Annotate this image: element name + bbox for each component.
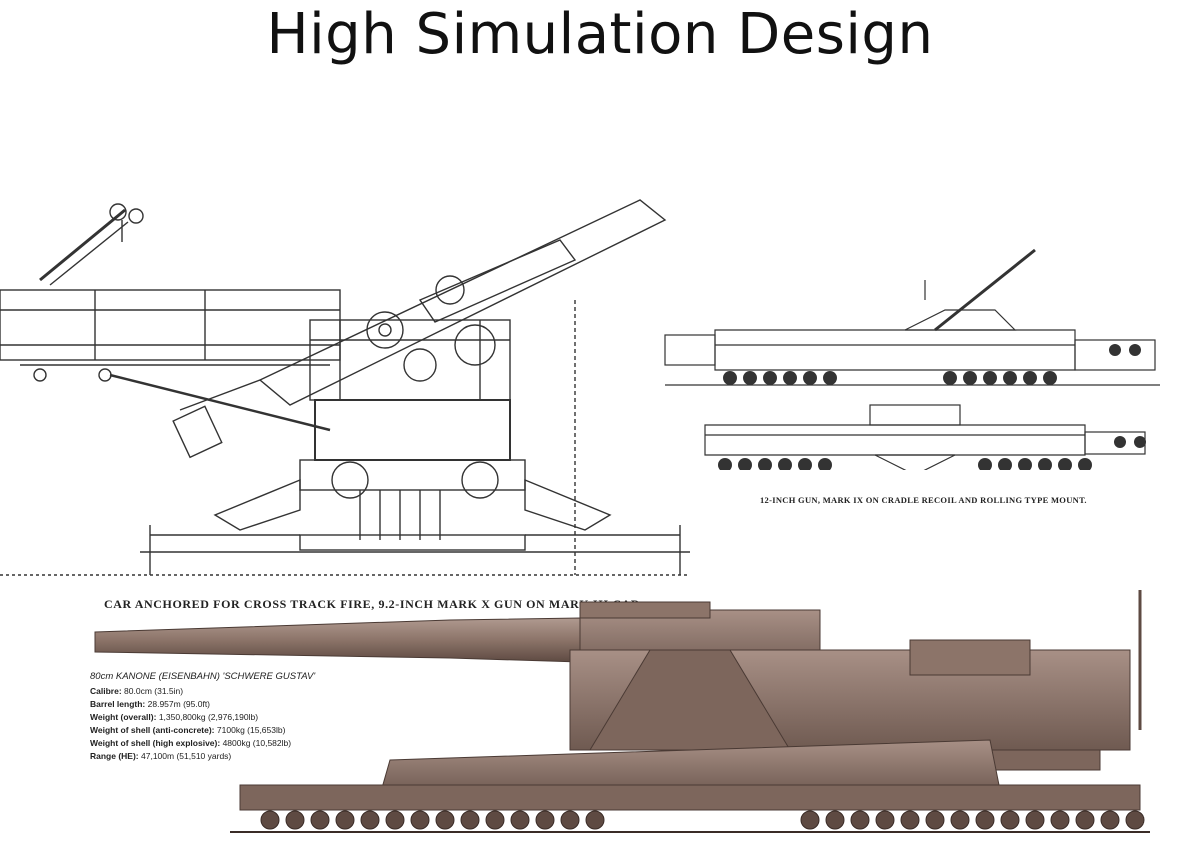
spec-row: Range (HE): 47,100m (51,510 yards): [90, 751, 232, 761]
railway-gun-line-drawing-right: [664, 248, 1160, 470]
schwere-gustav-illustration: [94, 590, 1150, 833]
railway-gun-line-drawing-left: [0, 199, 690, 576]
spec-row: Weight of shell (high explosive): 4800kg…: [90, 738, 292, 748]
gustav-specifications: 80cm KANONE (EISENBAHN) 'SCHWERE GUSTAV'…: [90, 670, 315, 763]
spec-row: Calibre: 80.0cm (31.5in): [90, 686, 184, 696]
spec-row: Barrel length: 28.957m (95.0ft): [90, 699, 211, 709]
spec-row: Weight of shell (anti-concrete): 7100kg …: [90, 725, 286, 735]
left-drawing-caption: CAR ANCHORED FOR CROSS TRACK FIRE, 9.2-I…: [104, 597, 644, 611]
gustav-heading: 80cm KANONE (EISENBAHN) 'SCHWERE GUSTAV': [90, 671, 316, 682]
spec-row: Weight (overall): 1,350,800kg (2,976,190…: [90, 712, 259, 722]
page-title: High Simulation Design: [266, 2, 934, 67]
right-drawing-caption: 12-INCH GUN, MARK IX ON CRADLE RECOIL AN…: [760, 495, 1087, 505]
